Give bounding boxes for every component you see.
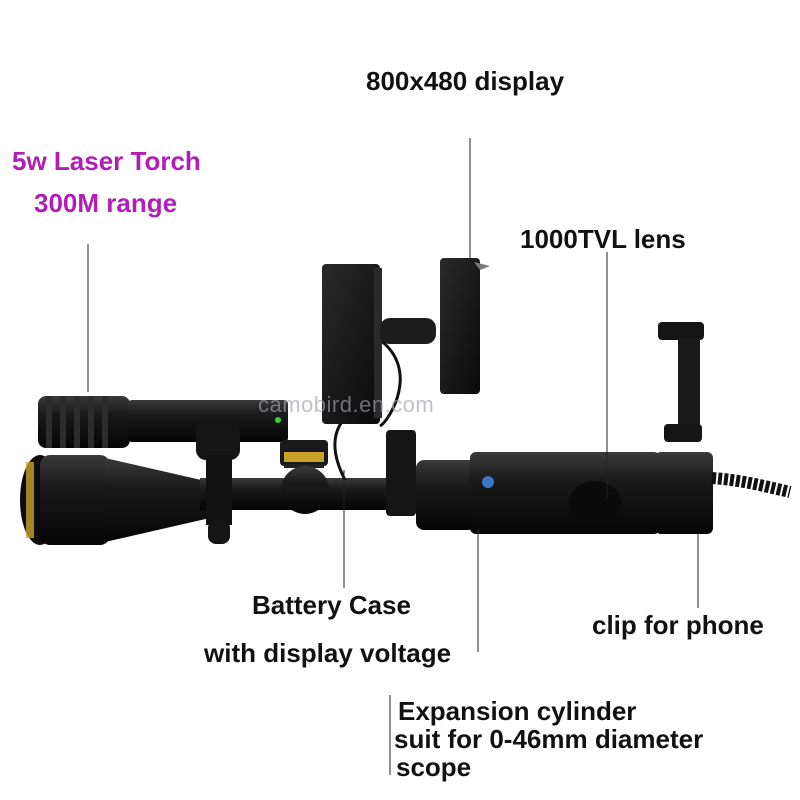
watermark: camobird.en.com	[258, 392, 435, 417]
lens-label: 1000TVL lens	[520, 224, 686, 254]
phone-clip	[658, 322, 704, 442]
battery-voltage-label: with display voltage	[204, 638, 452, 668]
expansion-cylinder-label: Expansion cylinder	[398, 696, 637, 726]
phone-clip-label: clip for phone	[592, 610, 764, 640]
expansion-scope-label: scope	[396, 752, 472, 782]
laser-torch	[38, 396, 288, 448]
adjust-knob	[482, 476, 494, 488]
laser-torch-label: 5w Laser Torch	[12, 146, 201, 176]
display-screen	[322, 258, 490, 424]
expansion-cylinder	[416, 452, 713, 534]
laser-range-label: 300M range	[34, 188, 178, 218]
rifle-scope	[20, 420, 440, 545]
display-label: 800x480 display	[366, 66, 565, 96]
expansion-diameter-label: suit for 0-46mm diameter	[394, 724, 704, 754]
indicator-light	[275, 417, 281, 423]
battery-case-label: Battery Case	[252, 590, 411, 620]
